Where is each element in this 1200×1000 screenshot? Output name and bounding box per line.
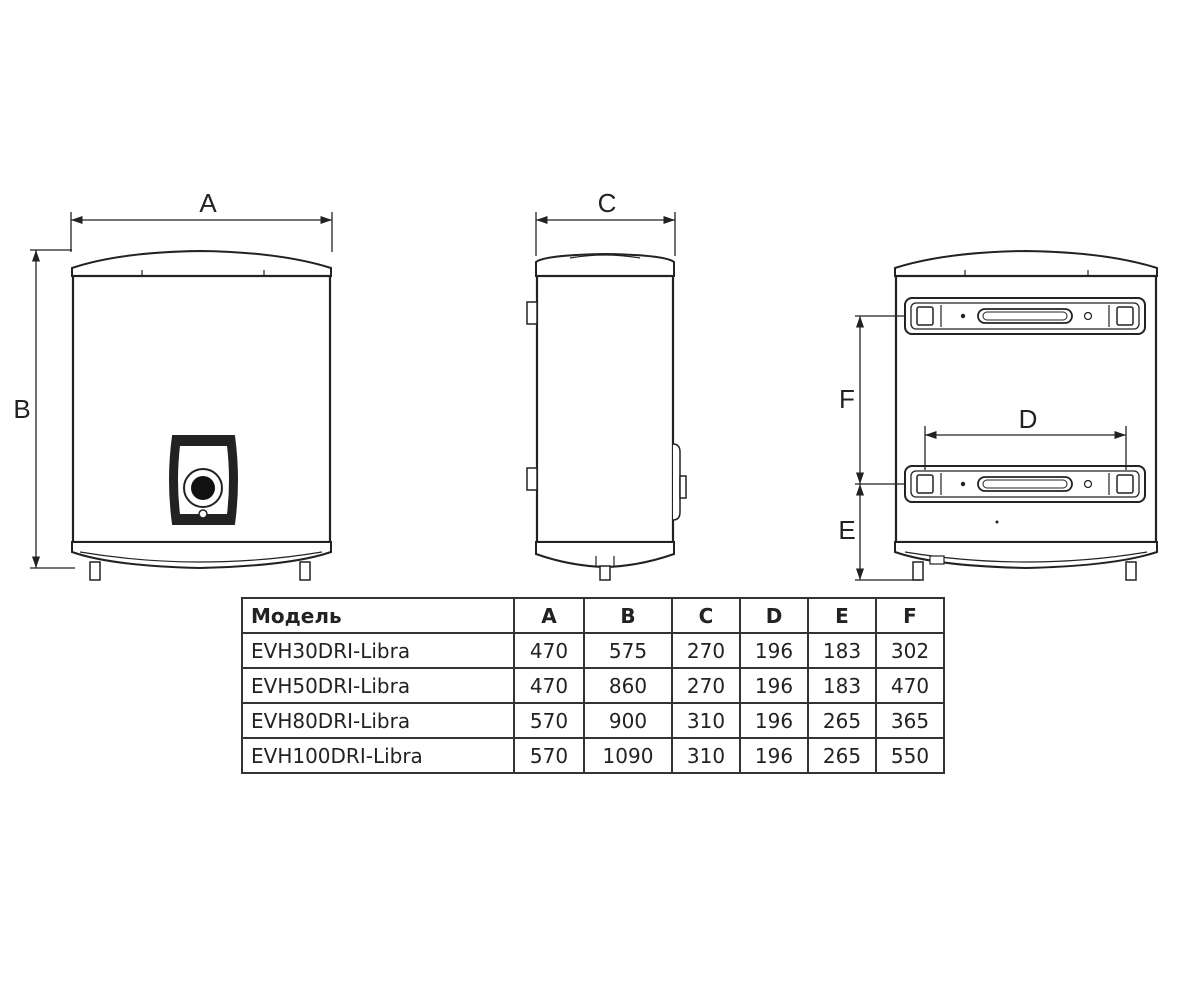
value-f-cell: 302 (875, 632, 945, 669)
value-f-cell: 365 (875, 702, 945, 739)
value-b-cell: 1090 (583, 737, 673, 774)
table-header-row: Модель A B C D E F (241, 597, 945, 634)
value-c-cell: 270 (671, 632, 741, 669)
value-a-cell: 470 (513, 667, 585, 704)
header-b: B (583, 597, 673, 634)
label-d: D (1019, 404, 1038, 434)
value-a-cell: 570 (513, 737, 585, 774)
value-c-cell: 310 (671, 737, 741, 774)
model-cell: EVH30DRI-Libra (241, 632, 515, 669)
lower-mounting-bracket (904, 465, 1146, 503)
value-e-cell: 183 (807, 632, 877, 669)
rear-view (894, 249, 1158, 581)
table-row: EVH80DRI-Libra 570 900 310 196 265 365 (241, 702, 945, 739)
front-view (71, 249, 332, 581)
label-c: C (598, 188, 617, 218)
value-c-cell: 310 (671, 702, 741, 739)
value-f-cell: 550 (875, 737, 945, 774)
value-a-cell: 570 (513, 702, 585, 739)
value-e-cell: 265 (807, 702, 877, 739)
table-row: EVH50DRI-Libra 470 860 270 196 183 470 (241, 667, 945, 704)
value-d-cell: 196 (739, 737, 809, 774)
dimension-b (30, 249, 75, 569)
value-d-cell: 196 (739, 667, 809, 704)
technical-drawing: A B C (13, 188, 1158, 581)
table-row: EVH100DRI-Libra 570 1090 310 196 265 550 (241, 737, 945, 774)
label-f: F (839, 384, 855, 414)
value-b-cell: 900 (583, 702, 673, 739)
value-f-cell: 470 (875, 667, 945, 704)
label-e: E (838, 515, 855, 545)
dimensions-table: Модель A B C D E F EVH30DRI-Libra 470 57… (241, 597, 945, 774)
side-view (526, 252, 687, 581)
value-b-cell: 860 (583, 667, 673, 704)
dimension-d (924, 426, 1127, 470)
value-c-cell: 270 (671, 667, 741, 704)
header-e: E (807, 597, 877, 634)
table-row: EVH30DRI-Libra 470 575 270 196 183 302 (241, 632, 945, 669)
dimension-c (535, 212, 676, 256)
header-c: C (671, 597, 741, 634)
label-a: A (199, 188, 217, 218)
dimension-e (855, 484, 920, 581)
header-model: Модель (241, 597, 515, 634)
value-e-cell: 265 (807, 737, 877, 774)
header-d: D (739, 597, 809, 634)
header-a: A (513, 597, 585, 634)
model-cell: EVH50DRI-Libra (241, 667, 515, 704)
value-d-cell: 196 (739, 702, 809, 739)
label-b: B (13, 394, 30, 424)
upper-mounting-bracket (904, 297, 1146, 335)
value-a-cell: 470 (513, 632, 585, 669)
header-f: F (875, 597, 945, 634)
value-e-cell: 183 (807, 667, 877, 704)
value-d-cell: 196 (739, 632, 809, 669)
model-cell: EVH100DRI-Libra (241, 737, 515, 774)
dimension-a (70, 212, 333, 252)
model-cell: EVH80DRI-Libra (241, 702, 515, 739)
value-b-cell: 575 (583, 632, 673, 669)
